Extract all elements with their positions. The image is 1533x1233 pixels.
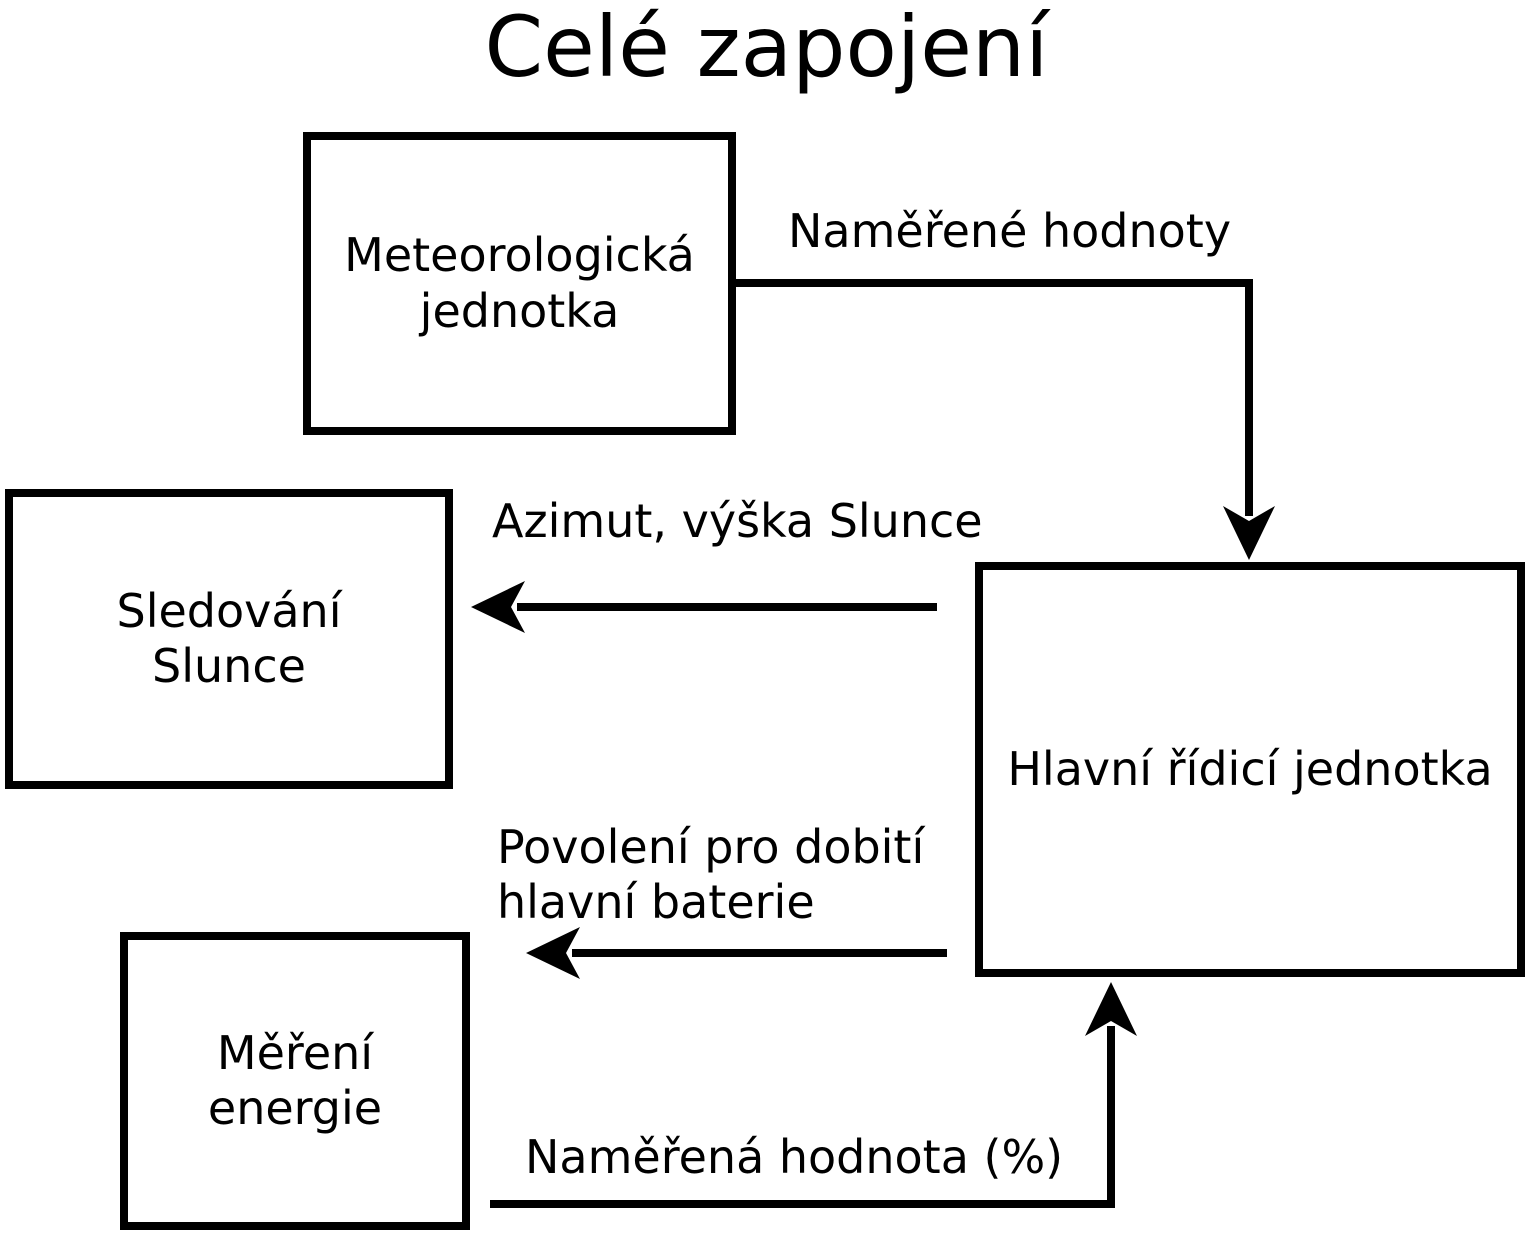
node-label-line: Hlavní řídicí jednotka: [1007, 741, 1493, 796]
node-energy-measurement-label: Měření energie: [208, 1026, 382, 1136]
edge-label-measured-values: Naměřené hodnoty: [788, 204, 1232, 258]
arrow-head-meteo-to-main: [1223, 506, 1275, 560]
edge-label-charge-permission: Povolení pro dobití hlavní baterie: [497, 820, 924, 930]
node-meteorological-unit-label: Meteorologická jednotka: [344, 228, 695, 338]
node-label-line: jednotka: [419, 283, 620, 338]
arrow-head-main-to-sun: [471, 581, 525, 633]
edge-label-azimuth-sun-height: Azimut, výška Slunce: [492, 494, 983, 548]
edge-label-line: hlavní baterie: [497, 875, 815, 930]
node-label-line: Měření: [216, 1025, 374, 1080]
diagram-title: Celé zapojení: [484, 0, 1049, 96]
edge-label-measured-percent: Naměřená hodnota (%): [525, 1130, 1064, 1184]
node-main-control-unit-label: Hlavní řídicí jednotka: [1007, 742, 1492, 797]
node-sun-tracking-label: Sledování Slunce: [117, 584, 342, 694]
arrow-energy-to-main: [490, 1026, 1115, 1208]
node-energy-measurement: Měření energie: [120, 932, 470, 1230]
node-main-control-unit: Hlavní řídicí jednotka: [975, 562, 1525, 977]
node-sun-tracking: Sledování Slunce: [5, 489, 453, 789]
arrow-head-energy-to-main: [1085, 982, 1137, 1036]
node-label-line: Slunce: [152, 639, 306, 693]
node-meteorological-unit: Meteorologická jednotka: [303, 132, 736, 435]
arrow-meteo-to-main: [736, 279, 1253, 516]
edge-label-line: Povolení pro dobití: [497, 820, 925, 874]
node-label-line: energie: [207, 1081, 383, 1135]
arrow-head-main-to-energy: [526, 927, 580, 979]
node-label-line: Sledování: [116, 583, 342, 638]
node-label-line: Meteorologická: [344, 228, 695, 283]
